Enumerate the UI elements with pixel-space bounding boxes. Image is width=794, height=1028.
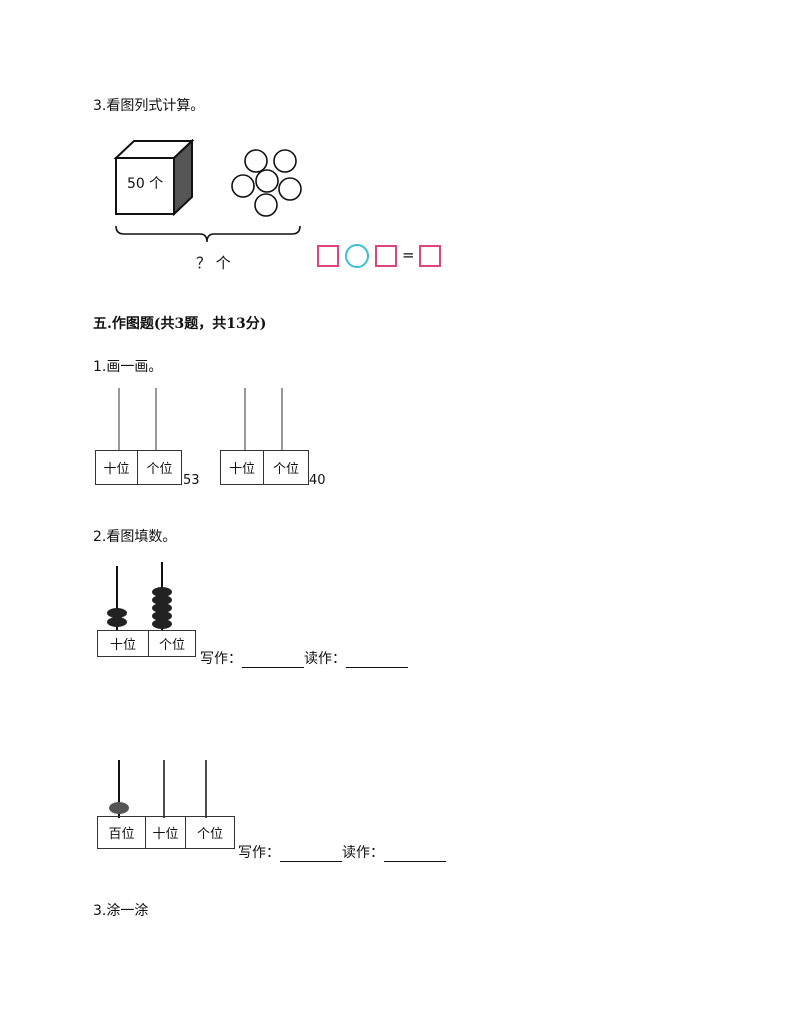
abacus-1-number: 53 [183, 473, 200, 488]
place-value-table-4: 百位 十位 个位 [97, 816, 235, 849]
abacus-4-answer-row: 写作： 读作： [238, 842, 446, 862]
question-label: ？ 个 [196, 254, 231, 272]
question-2-title: 2.看图填数。 [93, 529, 177, 545]
read-blank[interactable] [384, 847, 446, 862]
answer-operator-circle [345, 244, 369, 268]
question-3-title: 3.看图列式计算。 [93, 98, 205, 114]
answer-box-3 [419, 245, 441, 267]
cell-tens: 十位 [98, 631, 149, 656]
cube-label: 50 个 [127, 176, 164, 192]
write-label: 写作： [238, 845, 280, 861]
place-value-table-3: 十位 个位 [97, 630, 196, 657]
abacus-2-number: 40 [309, 473, 326, 488]
write-blank[interactable] [280, 847, 342, 862]
cell-ones: 个位 [158, 638, 185, 653]
cell-hundreds: 百位 [98, 817, 146, 848]
circles-cluster [231, 149, 302, 217]
question-3b-title: 3.涂一涂 [93, 903, 149, 919]
place-value-table-1: 十位 个位 [95, 450, 182, 485]
write-label: 写作： [200, 651, 242, 667]
brace [115, 225, 301, 243]
cell-ones: 个位 [196, 827, 223, 842]
equals-sign: = [402, 246, 415, 264]
cell-tens: 十位 [146, 817, 186, 848]
cell-tens: 十位 [221, 451, 264, 484]
read-label: 读作： [342, 845, 384, 861]
cube-illustration [113, 138, 195, 217]
section-5-title: 五.作图题(共3题，共13分) [93, 316, 267, 332]
cell-ones: 个位 [272, 462, 299, 477]
cell-ones: 个位 [146, 462, 173, 477]
abacus-3-answer-row: 写作： 读作： [200, 648, 408, 668]
answer-box-1 [317, 245, 339, 267]
read-blank[interactable] [346, 653, 408, 668]
read-label: 读作： [304, 651, 346, 667]
question-1-title: 1.画一画。 [93, 359, 163, 375]
place-value-table-2: 十位 个位 [220, 450, 309, 485]
answer-box-2 [375, 245, 397, 267]
cell-tens: 十位 [96, 451, 138, 484]
write-blank[interactable] [242, 653, 304, 668]
